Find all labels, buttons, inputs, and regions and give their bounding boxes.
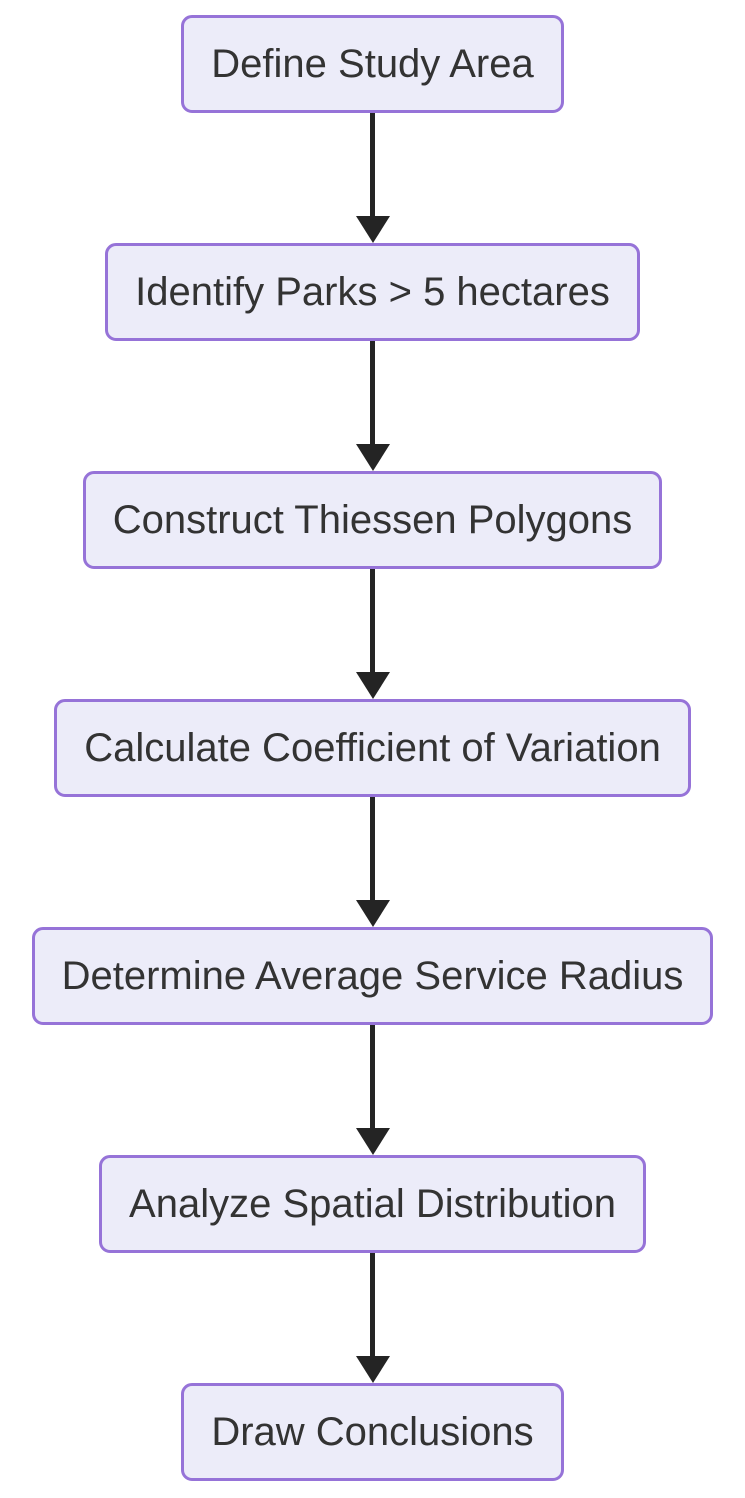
flow-arrow xyxy=(355,569,390,699)
flow-node-label: Construct Thiessen Polygons xyxy=(112,498,633,542)
arrow-head-icon xyxy=(355,900,390,927)
flow-node-label: Calculate Coefficient of Variation xyxy=(84,726,661,770)
flow-node-label: Analyze Spatial Distribution xyxy=(129,1182,616,1226)
flow-node-label: Define Study Area xyxy=(211,42,534,86)
flow-arrow xyxy=(355,1253,390,1383)
flow-arrow xyxy=(355,113,390,243)
arrow-shaft xyxy=(370,113,375,216)
flow-node-construct-thiessen-polygons: Construct Thiessen Polygons xyxy=(82,471,663,569)
flow-arrow xyxy=(355,797,390,927)
arrow-shaft xyxy=(370,341,375,444)
flow-node-label: Draw Conclusions xyxy=(211,1410,534,1454)
flow-node-define-study-area: Define Study Area xyxy=(181,15,564,113)
flow-arrow xyxy=(355,341,390,471)
flow-node-draw-conclusions: Draw Conclusions xyxy=(181,1383,564,1481)
arrow-shaft xyxy=(370,1025,375,1128)
arrow-shaft xyxy=(370,797,375,900)
arrow-head-icon xyxy=(355,216,390,243)
arrow-head-icon xyxy=(355,672,390,699)
flow-arrow xyxy=(355,1025,390,1155)
flow-node-calculate-coefficient-of-variation: Calculate Coefficient of Variation xyxy=(54,699,691,797)
arrow-head-icon xyxy=(355,1128,390,1155)
flow-node-analyze-spatial-distribution: Analyze Spatial Distribution xyxy=(99,1155,646,1253)
arrow-shaft xyxy=(370,1253,375,1356)
arrow-shaft xyxy=(370,569,375,672)
flow-node-determine-average-service-radius: Determine Average Service Radius xyxy=(31,927,714,1025)
arrow-head-icon xyxy=(355,1356,390,1383)
flow-node-identify-parks: Identify Parks > 5 hectares xyxy=(105,243,640,341)
flow-node-label: Determine Average Service Radius xyxy=(61,954,684,998)
flow-node-label: Identify Parks > 5 hectares xyxy=(135,270,610,314)
arrow-head-icon xyxy=(355,444,390,471)
